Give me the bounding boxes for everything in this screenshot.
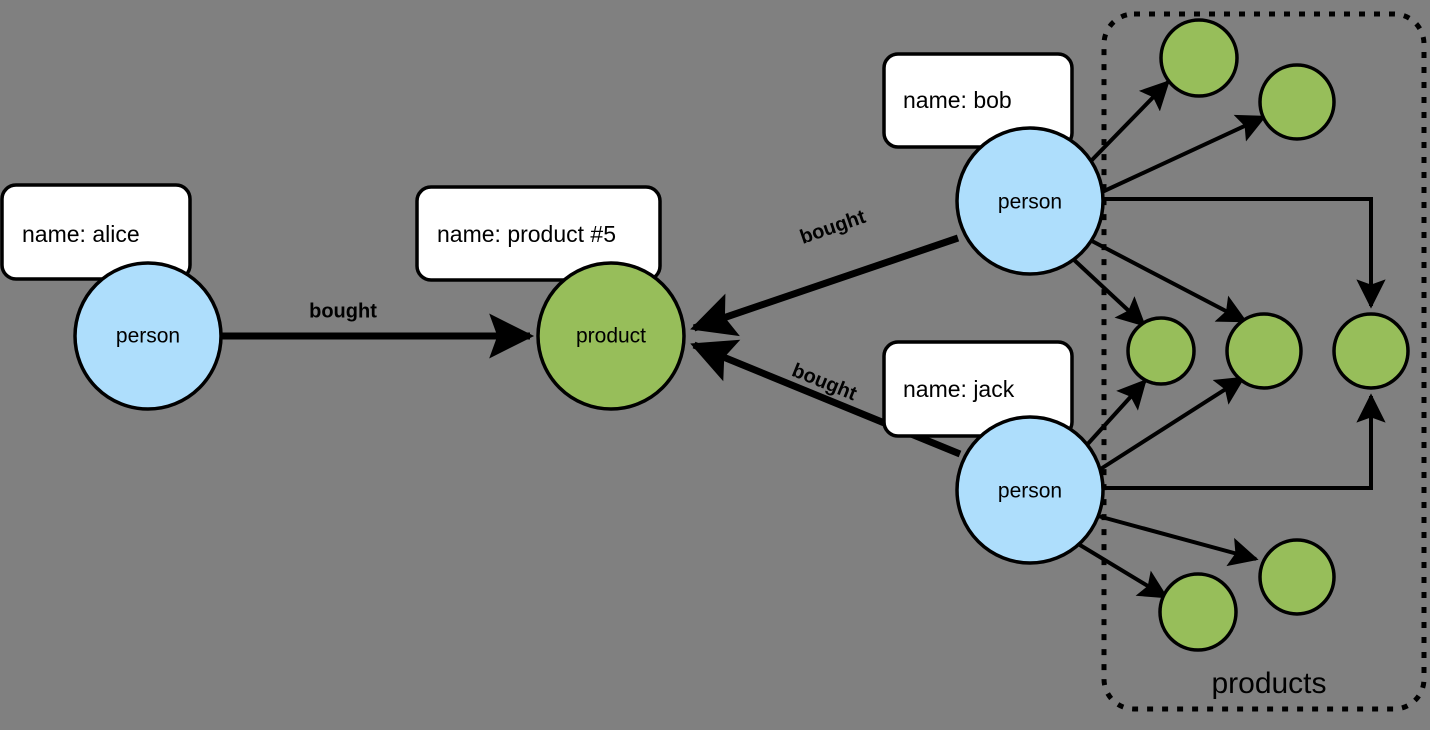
node-product-mid1[interactable] bbox=[1126, 316, 1196, 386]
node-product-mid3[interactable] bbox=[1332, 312, 1410, 390]
node-jack[interactable]: person bbox=[955, 415, 1105, 565]
edge-bob-to-product-mid2 bbox=[1089, 238, 1248, 323]
edge-bob-to-product-mid1 bbox=[1070, 256, 1146, 327]
property-box-bob: name: bob bbox=[882, 52, 1074, 149]
property-box-alice-text: name: alice bbox=[22, 221, 140, 247]
node-product-mid2[interactable] bbox=[1225, 312, 1303, 390]
edge-bob-to-product-top2 bbox=[1101, 114, 1267, 194]
edge-bob-bought-product bbox=[690, 234, 960, 337]
node-product5-circle[interactable] bbox=[536, 261, 686, 411]
node-product-top1[interactable] bbox=[1159, 18, 1239, 98]
property-box-product5-rect bbox=[415, 185, 662, 282]
edge-jack-to-product-bot2 bbox=[1097, 514, 1259, 567]
node-bob[interactable]: person bbox=[955, 126, 1105, 276]
property-box-jack: name: jack bbox=[882, 340, 1074, 438]
property-box-bob-text: name: bob bbox=[903, 87, 1012, 113]
edge-jack-to-product-mid2 bbox=[1097, 376, 1246, 472]
node-jack-circle[interactable] bbox=[955, 415, 1105, 565]
node-alice-circle[interactable] bbox=[73, 261, 223, 411]
edge-bob-to-product-top1 bbox=[1088, 80, 1170, 164]
edge-jack-to-product-mid3 bbox=[1103, 393, 1386, 490]
node-bob-circle[interactable] bbox=[955, 126, 1105, 276]
node-bob-label: person bbox=[998, 191, 1062, 214]
node-product-bot1[interactable] bbox=[1158, 572, 1238, 652]
property-box-jack-text: name: jack bbox=[903, 376, 1015, 402]
property-box-alice-rect bbox=[0, 183, 192, 281]
node-product-top2[interactable] bbox=[1258, 63, 1336, 141]
node-product5[interactable]: product bbox=[536, 261, 686, 411]
edge-label-alice-bought: bought bbox=[309, 300, 377, 322]
property-box-alice: name: alice bbox=[0, 183, 192, 281]
property-box-bob-rect bbox=[882, 52, 1074, 149]
node-alice-label: person bbox=[116, 325, 180, 348]
property-box-product5: name: product #5 bbox=[415, 185, 662, 282]
node-product5-label: product bbox=[576, 325, 646, 348]
edge-jack-to-product-bot1 bbox=[1073, 540, 1169, 599]
edge-bob-to-product-mid3 bbox=[1103, 197, 1386, 309]
node-product-bot2[interactable] bbox=[1258, 538, 1336, 616]
edge-jack-to-product-mid1 bbox=[1083, 379, 1147, 449]
property-box-jack-rect bbox=[882, 340, 1074, 438]
products-cluster-label: products bbox=[1211, 667, 1326, 700]
node-alice[interactable]: person bbox=[73, 261, 223, 411]
node-jack-label: person bbox=[998, 480, 1062, 503]
property-box-product5-text: name: product #5 bbox=[437, 221, 616, 247]
edge-label-bob-bought: bought bbox=[797, 206, 869, 249]
